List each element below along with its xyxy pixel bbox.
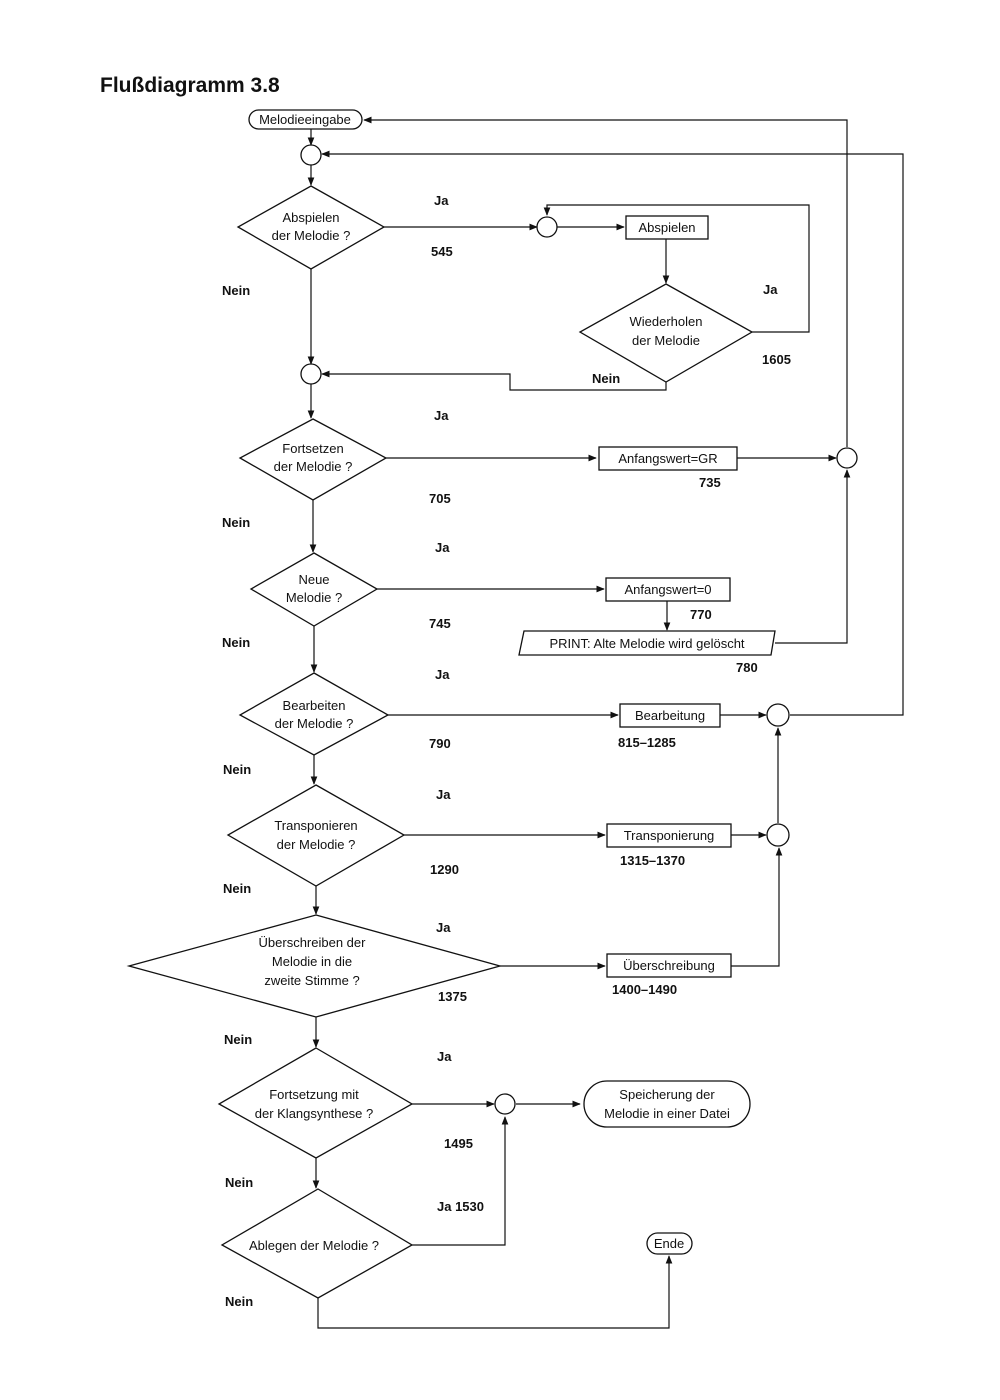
node-label: der Klangsynthese ? [255,1106,374,1121]
branch-labels: Ja Nein Ja Nein Ja Nein Ja Nein Ja Nein … [222,193,778,1309]
junctions [300,144,858,1115]
node-label: zweite Stimme ? [264,973,359,988]
yes-label: Ja [436,787,451,802]
node-label: Anfangswert=GR [618,451,717,466]
yes-label: Ja [435,540,450,555]
node-label: der Melodie ? [275,716,354,731]
node-label: Transponieren [274,818,357,833]
line-number: 1375 [438,989,467,1004]
yes-label: Ja [436,920,451,935]
decision-bearbeiten: Bearbeiten der Melodie ? [238,672,390,756]
terminal-speicherung: Speicherung der Melodie in einer Datei [583,1080,751,1128]
node-label: Ende [654,1236,684,1251]
node-label: Abspielen [638,220,695,235]
no-label: Nein [223,881,251,896]
node-label: der Melodie ? [274,459,353,474]
line-number: 745 [429,616,451,631]
node-label: PRINT: Alte Melodie wird gelöscht [549,636,744,651]
node-label: Speicherung der [619,1087,715,1102]
line-number: 1400–1490 [612,982,677,997]
yes-label: Ja [763,282,778,297]
decision-ueberschreiben: Überschreiben der Melodie in die zweite … [126,914,503,1018]
junction-circle [536,216,558,238]
decision-fortsetzen: Fortsetzen der Melodie ? [238,418,388,501]
line-number: 1290 [430,862,459,877]
node-label: Melodie in einer Datei [604,1106,730,1121]
io-print: PRINT: Alte Melodie wird gelöscht [518,630,776,656]
node-label: Bearbeiten [283,698,346,713]
process-ueberschreibung: Überschreibung [606,953,732,978]
no-label: Nein [223,762,251,777]
node-label: Neue [298,572,329,587]
junction-circle [766,703,790,727]
line-number: 815–1285 [618,735,676,750]
line-number: 545 [431,244,453,259]
decision-fortsetzung-klangsynthese: Fortsetzung mit der Klangsynthese ? [217,1047,414,1159]
line-number: 705 [429,491,451,506]
no-label: Nein [224,1032,252,1047]
terminal-ende: Ende [646,1232,693,1255]
node-label: Wiederholen [630,314,703,329]
yes-label: Ja [434,193,449,208]
no-label: Nein [222,635,250,650]
node-label: Melodie ? [286,590,342,605]
node-melodieeingabe: Melodieeingabe [248,109,363,130]
process-bearbeitung: Bearbeitung [619,703,721,728]
decision-ablegen: Ablegen der Melodie ? [220,1188,414,1299]
node-label: Bearbeitung [635,708,705,723]
line-number: 735 [699,475,721,490]
no-label: Nein [225,1175,253,1190]
junction-circle [494,1093,516,1115]
node-label: Melodieeingabe [259,112,351,127]
decision-wiederholen: Wiederholen der Melodie [578,283,754,383]
junction-circle [300,363,322,385]
yes-label: Ja [437,1049,452,1064]
junction-circle [836,447,858,469]
node-label: Ablegen der Melodie ? [249,1238,379,1253]
line-number: 780 [736,660,758,675]
node-label: der Melodie ? [277,837,356,852]
process-anfangswert-0: Anfangswert=0 [605,577,731,602]
page-title: Flußdiagramm 3.8 [100,74,280,97]
node-label: Fortsetzen [282,441,343,456]
no-label: Nein [592,371,620,386]
node-label: der Melodie ? [272,228,351,243]
decision-abspielen: Abspielen der Melodie ? [236,185,386,270]
process-transponierung: Transponierung [606,823,732,848]
line-numbers: 545 1605 705 735 745 770 780 790 815–128… [429,244,791,1151]
decision-transponieren: Transponieren der Melodie ? [226,784,406,887]
node-label: Transponierung [624,828,715,843]
node-label: Überschreibung [623,958,715,973]
line-number: 1495 [444,1136,473,1151]
line-number: 790 [429,736,451,751]
junction-circle [766,823,790,847]
node-label: der Melodie [632,333,700,348]
node-label: Überschreiben der [259,935,367,950]
node-label: Anfangswert=0 [624,582,711,597]
no-label: Nein [222,283,250,298]
yes-label: Ja 1530 [437,1199,484,1214]
decision-neue-melodie: Neue Melodie ? [249,552,379,627]
junction-circle [300,144,322,166]
no-label: Nein [222,515,250,530]
yes-label: Ja [434,408,449,423]
yes-label: Ja [435,667,450,682]
process-anfangswert-gr: Anfangswert=GR [598,446,738,471]
node-label: Fortsetzung mit [269,1087,359,1102]
node-label: Melodie in die [272,954,352,969]
no-label: Nein [225,1294,253,1309]
line-number: 770 [690,607,712,622]
process-abspielen: Abspielen [625,215,709,240]
line-number: 1315–1370 [620,853,685,868]
line-number: 1605 [762,352,791,367]
connector-lines [307,116,904,1329]
node-label: Abspielen [282,210,339,225]
